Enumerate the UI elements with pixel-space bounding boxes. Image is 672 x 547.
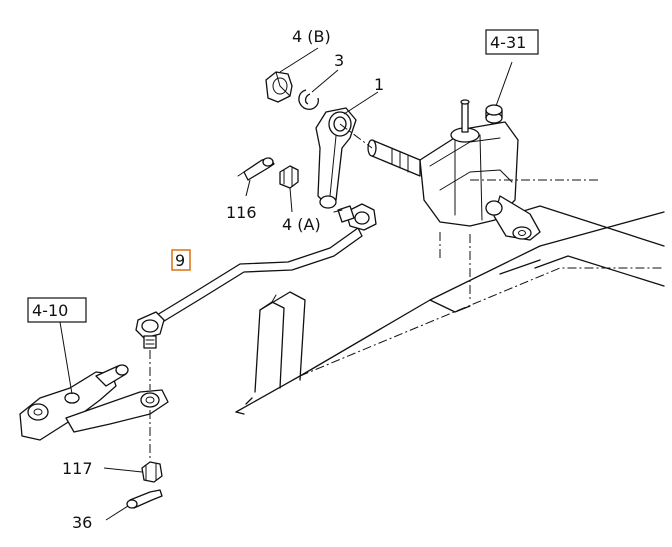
castle-nut-117 bbox=[103, 461, 163, 483]
leader-4-10 bbox=[59, 321, 73, 395]
label-36: 36 bbox=[72, 513, 92, 532]
leader-36 bbox=[105, 505, 129, 521]
label-4-31[interactable]: 4-31 bbox=[490, 33, 526, 52]
label-1: 1 bbox=[374, 75, 384, 94]
label-116: 116 bbox=[226, 203, 257, 222]
label-117: 117 bbox=[62, 459, 93, 478]
cotter-pin-36 bbox=[105, 489, 163, 521]
label-9[interactable]: 9 bbox=[175, 251, 185, 270]
leader-4a bbox=[289, 187, 293, 213]
label-3: 3 bbox=[334, 51, 344, 70]
leader-116 bbox=[245, 179, 251, 197]
pitman-arm bbox=[315, 107, 373, 209]
knuckle-arm bbox=[19, 321, 169, 460]
lock-washer-3 bbox=[298, 89, 319, 110]
nut-4b bbox=[265, 71, 293, 103]
cotter-pin-116 bbox=[237, 157, 275, 197]
leader-4-31 bbox=[495, 61, 513, 107]
ref-box-4-10[interactable] bbox=[27, 297, 87, 323]
drag-link-rod-9 bbox=[135, 203, 377, 390]
nut-4a bbox=[279, 165, 299, 213]
leader-1 bbox=[343, 91, 379, 115]
label-4a: 4 (A) bbox=[282, 215, 321, 234]
chassis-frame bbox=[235, 205, 665, 415]
label-4-10[interactable]: 4-10 bbox=[32, 301, 68, 320]
ref-box-4-31[interactable] bbox=[485, 29, 539, 55]
leader-4b bbox=[279, 47, 319, 73]
leader-117 bbox=[103, 467, 143, 473]
rod-9-highlight[interactable] bbox=[171, 249, 191, 271]
steering-gear-box bbox=[367, 99, 600, 241]
leader-3 bbox=[311, 69, 339, 93]
label-4b: 4 (B) bbox=[292, 27, 331, 46]
